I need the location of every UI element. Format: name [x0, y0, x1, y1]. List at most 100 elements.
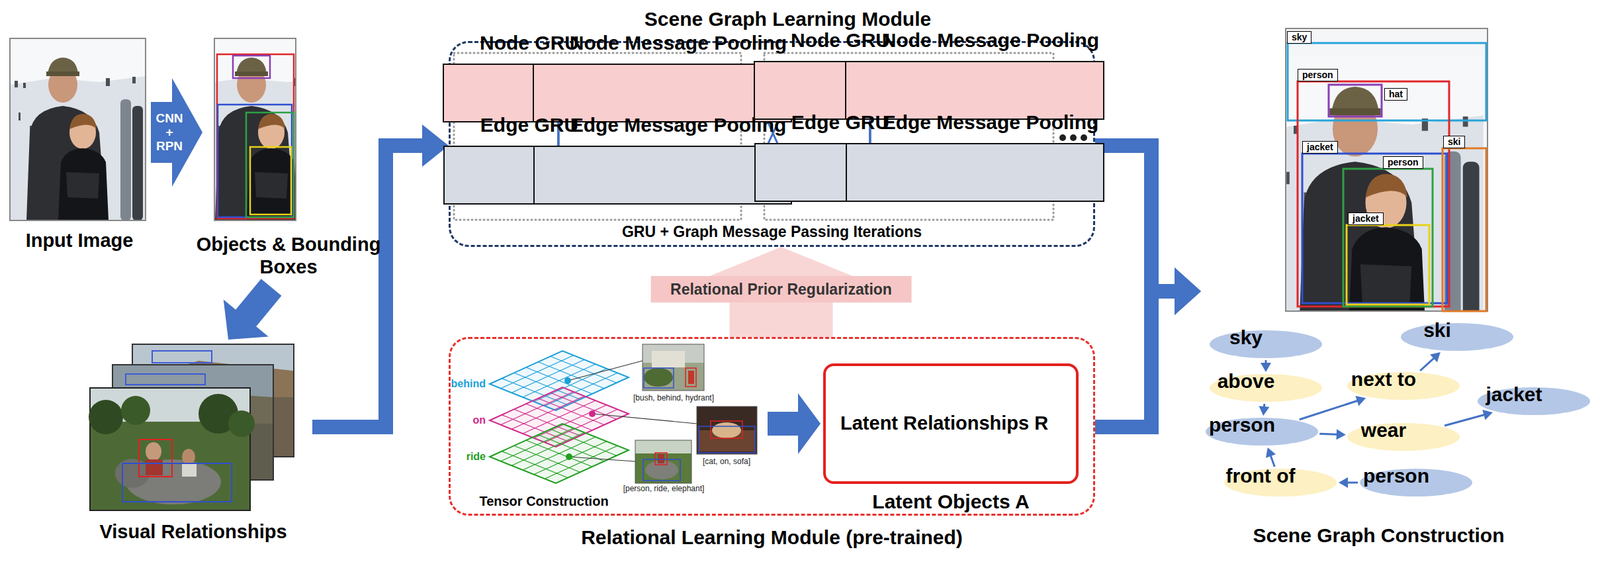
tensor-layers: [489, 423, 629, 484]
connector: [312, 124, 449, 427]
object-tag: person: [1382, 156, 1424, 169]
arrowhead: [1174, 267, 1201, 315]
relationship-photos: [152, 350, 212, 363]
relation-label: behind: [451, 377, 486, 390]
connector: [150, 78, 203, 187]
connector-line: [1319, 433, 1338, 435]
node-label: front of: [1224, 464, 1297, 488]
relation-photos: [711, 422, 742, 439]
image-panel: Input Image: [7, 36, 151, 252]
relation-label: ride: [466, 450, 486, 463]
output-photo: [1343, 168, 1433, 307]
relation-photos: [696, 406, 757, 454]
tensor-layers: [564, 377, 572, 384]
node-label: Node GRU: [475, 31, 583, 55]
objects-photo: [246, 112, 294, 218]
node-label: Latent Relationships R: [840, 410, 1062, 437]
tensor-layers: [569, 456, 636, 462]
block-arrow: [767, 393, 821, 454]
arrowhead: [710, 246, 853, 276]
graph-node-ellipse: wear: [1347, 422, 1460, 451]
connector-line: [1347, 481, 1358, 484]
input-photo: [9, 38, 146, 221]
node-label: sky: [1209, 326, 1283, 349]
tensor-layers: [567, 360, 643, 381]
object-tag: jacket: [1302, 140, 1338, 154]
relation-photos: [642, 344, 705, 391]
output-photo: [1302, 153, 1448, 304]
node-label: wear: [1347, 418, 1421, 442]
arrowhead: [1355, 395, 1366, 406]
node-label: person: [1359, 464, 1433, 488]
objects-photo: [232, 55, 270, 79]
objects-photo: [217, 54, 294, 219]
ellipsis-dots: [1069, 134, 1077, 141]
photo-caption: [person, ride, elephant]: [623, 483, 705, 493]
node-label: Scene Graph Construction: [1200, 524, 1557, 547]
connector-line: [245, 287, 272, 319]
objects-photo: [250, 146, 292, 215]
connector-line: [1420, 357, 1434, 371]
output-photo: [1285, 56, 1484, 312]
object-tag: person: [1297, 68, 1338, 82]
graph-node-ellipse: ski: [1400, 322, 1514, 351]
input-photo: [9, 38, 146, 221]
tensor-layers: [489, 350, 697, 484]
connector: [1265, 447, 1276, 467]
output-photo: [1346, 224, 1430, 305]
node-label: Node GRU: [786, 29, 894, 53]
output-photo: [1285, 56, 1484, 312]
process-box: Edge Message Pooling: [845, 142, 1105, 202]
section-label: Tensor Construction: [479, 493, 609, 509]
relationship-photos: [125, 373, 206, 385]
graph-node-ellipse: person: [1205, 417, 1319, 446]
connector: [1420, 352, 1441, 371]
photo-caption: [bush, behind, hydrant]: [633, 393, 714, 403]
arrowhead: [1265, 447, 1276, 458]
objects-photo: [217, 54, 294, 219]
object-tag: sky: [1287, 31, 1312, 44]
relation-photos: [643, 459, 681, 481]
graph-node-ellipse: front of: [1224, 468, 1337, 497]
relationship-photos: [145, 442, 162, 461]
relation-photos: [635, 440, 692, 454]
connector: [223, 287, 272, 340]
node-label: Node Message Pooling: [565, 31, 791, 55]
node-label: ski: [1400, 318, 1474, 342]
process-box: Node Message Pooling: [844, 60, 1105, 120]
relation-photos: [635, 440, 692, 484]
connector-line: [1299, 400, 1358, 419]
node-label: next to: [1347, 367, 1421, 391]
graph-node-ellipse: above: [1209, 373, 1323, 402]
objects-photo: [214, 38, 296, 221]
connector: [1444, 409, 1493, 426]
relationship-photos: [121, 395, 151, 425]
arrowhead: [1174, 267, 1201, 315]
connector: [1319, 428, 1346, 440]
relation-photos: [635, 344, 757, 484]
node-label: Scene Graph Learning Module: [480, 7, 1096, 31]
relation-photos: [643, 367, 673, 387]
module-frame: Scene Graph Learning ModuleGRU + Graph M…: [448, 41, 1096, 247]
relation-photos: [696, 406, 757, 454]
ellipsis-dots: [1059, 134, 1067, 141]
relationship-photos: [181, 448, 196, 465]
relation-photos: [657, 453, 665, 464]
node-label: Input Image: [0, 229, 165, 252]
arrowhead: [1482, 409, 1493, 420]
arrowhead: [172, 78, 203, 187]
relationship-photos: [122, 463, 232, 502]
connector-line: [312, 145, 423, 427]
relation-photos: [651, 350, 685, 368]
relation-photos: [688, 370, 695, 384]
graph-node-ellipse: sky: [1209, 330, 1323, 358]
node-label: Objects & Bounding Boxes: [189, 233, 388, 278]
connector: [1299, 395, 1366, 420]
output-photo: [1328, 84, 1382, 117]
process-box: Edge Message Pooling: [533, 145, 793, 205]
image-panel: Objects & Bounding Boxes: [202, 36, 375, 278]
relation-photos: [645, 460, 679, 480]
output-photo: [1297, 81, 1450, 307]
relation-photos: [710, 420, 743, 439]
